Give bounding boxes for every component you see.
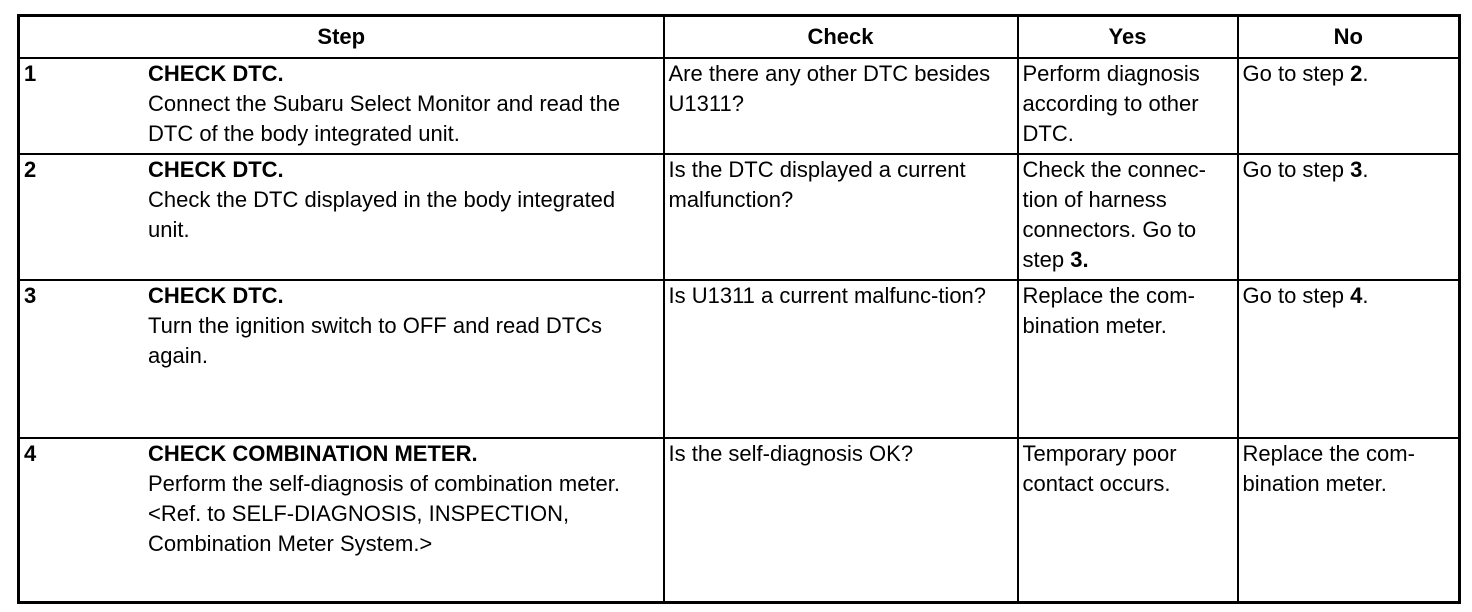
no-end: . [1362, 61, 1369, 86]
yes-cell: Perform diagnosis according to other DTC… [1016, 57, 1239, 155]
yes-text: Temporary poor contact occurs. [1022, 441, 1177, 496]
step-title: CHECK DTC. [148, 61, 284, 86]
step-number: 3 [24, 283, 37, 308]
no-text: Go to step [1242, 283, 1351, 308]
yes-cell: Replace the com-bination meter. [1016, 279, 1239, 439]
yes-step-ref: 3. [1070, 247, 1089, 272]
no-cell: Replace the com-bination meter. [1236, 437, 1461, 603]
yes-cell: Temporary poor contact occurs. [1016, 437, 1239, 603]
step-description: Perform the self-diagnosis of combinatio… [148, 471, 621, 556]
table-row: 1 CHECK DTC. Connect the Subaru Select M… [17, 57, 1461, 155]
step-cell: 1 CHECK DTC. Connect the Subaru Select M… [17, 57, 665, 155]
table-row: 2 CHECK DTC. Check the DTC displayed in … [17, 153, 1461, 281]
yes-text: Perform diagnosis according to other DTC… [1022, 61, 1200, 146]
no-cell: Go to step 4. [1236, 279, 1461, 439]
step-title: CHECK COMBINATION METER. [148, 441, 478, 466]
no-cell: Go to step 2. [1236, 57, 1461, 155]
table-row: 4 CHECK COMBINATION METER. Perform the s… [17, 437, 1461, 603]
no-cell: Go to step 3. [1236, 153, 1461, 281]
no-step-ref: 3 [1350, 157, 1363, 182]
no-end: . [1362, 283, 1369, 308]
step-number: 1 [24, 61, 37, 86]
no-text: Go to step [1242, 61, 1351, 86]
no-step-ref: 4 [1350, 283, 1363, 308]
step-description: Turn the ignition switch to OFF and read… [148, 313, 603, 368]
step-title: CHECK DTC. [148, 157, 284, 182]
yes-text: Check the connec-tion of harness connect… [1022, 157, 1206, 272]
header-step: Step [17, 14, 665, 59]
step-cell: 2 CHECK DTC. Check the DTC displayed in … [17, 153, 665, 281]
header-yes: Yes [1016, 14, 1239, 59]
step-cell: 4 CHECK COMBINATION METER. Perform the s… [17, 437, 665, 603]
check-cell: Are there any other DTC besides U1311? [662, 57, 1019, 155]
step-number: 4 [24, 441, 37, 466]
check-cell: Is the DTC displayed a current malfuncti… [662, 153, 1019, 281]
step-cell: 3 CHECK DTC. Turn the ignition switch to… [17, 279, 665, 439]
no-text: Go to step [1242, 157, 1351, 182]
yes-text: Replace the com-bination meter. [1022, 283, 1195, 338]
step-title: CHECK DTC. [148, 283, 284, 308]
diagnostic-table: Step Check Yes No 1 CHECK DTC. Connect t… [17, 14, 1461, 604]
no-step-ref: 2 [1350, 61, 1363, 86]
header-no: No [1236, 14, 1461, 59]
table-row: 3 CHECK DTC. Turn the ignition switch to… [17, 279, 1461, 439]
check-cell: Is the self-diagnosis OK? [662, 437, 1019, 603]
step-description: Connect the Subaru Select Monitor and re… [148, 91, 621, 146]
header-check: Check [662, 14, 1019, 59]
no-end: . [1362, 157, 1369, 182]
no-text: Replace the com-bination meter. [1242, 441, 1415, 496]
check-cell: Is U1311 a current malfunc-tion? [662, 279, 1019, 439]
step-description: Check the DTC displayed in the body inte… [148, 187, 616, 242]
header-row: Step Check Yes No [17, 14, 1461, 59]
yes-cell: Check the connec-tion of harness connect… [1016, 153, 1239, 281]
step-number: 2 [24, 157, 37, 182]
